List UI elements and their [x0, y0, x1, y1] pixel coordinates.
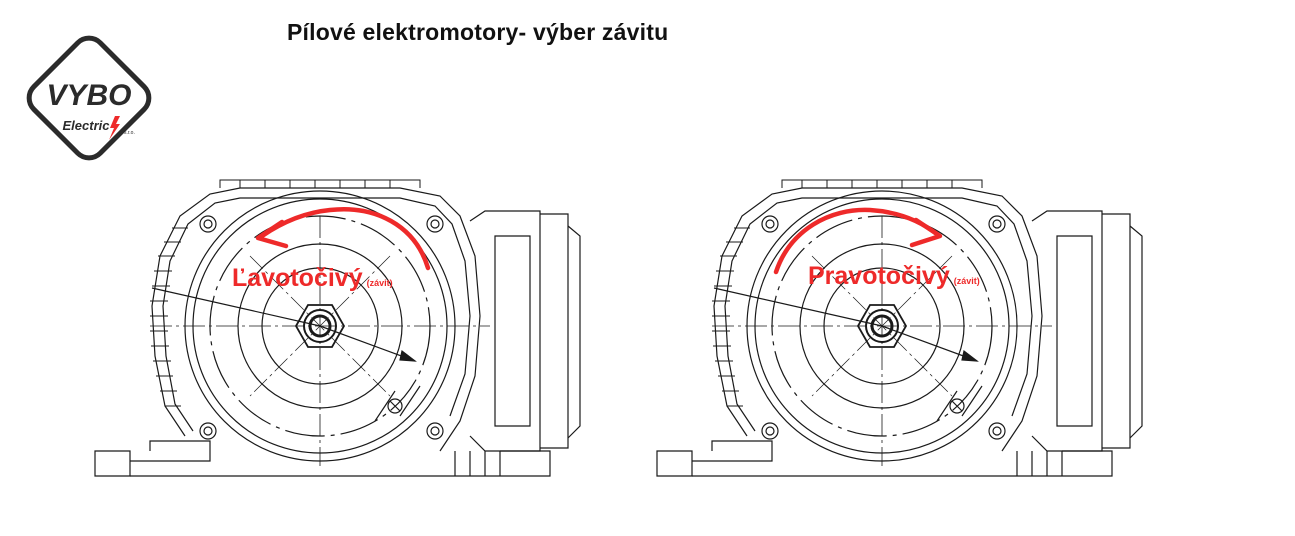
- label-left-hand-thread: Ľavotočivý(závit): [232, 264, 393, 293]
- motor-drawing-left: [94, 179, 581, 477]
- page-title: Pílové elektromotory- výber závitu: [287, 19, 669, 45]
- direction-note: (závit): [366, 278, 393, 288]
- svg-text:VYBO: VYBO: [46, 79, 131, 112]
- direction-text: Ľavotočivý: [232, 264, 363, 292]
- direction-note: (závit): [953, 276, 980, 286]
- label-right-hand-thread: Pravotočivý(závit): [808, 262, 980, 291]
- vybo-electric-logo: VYBO Electric s.r.o.: [26, 35, 152, 161]
- direction-text: Pravotočivý: [808, 262, 950, 290]
- motor-drawing-right: [656, 179, 1143, 477]
- svg-text:Electric: Electric: [63, 118, 111, 133]
- svg-text:s.r.o.: s.r.o.: [124, 130, 135, 136]
